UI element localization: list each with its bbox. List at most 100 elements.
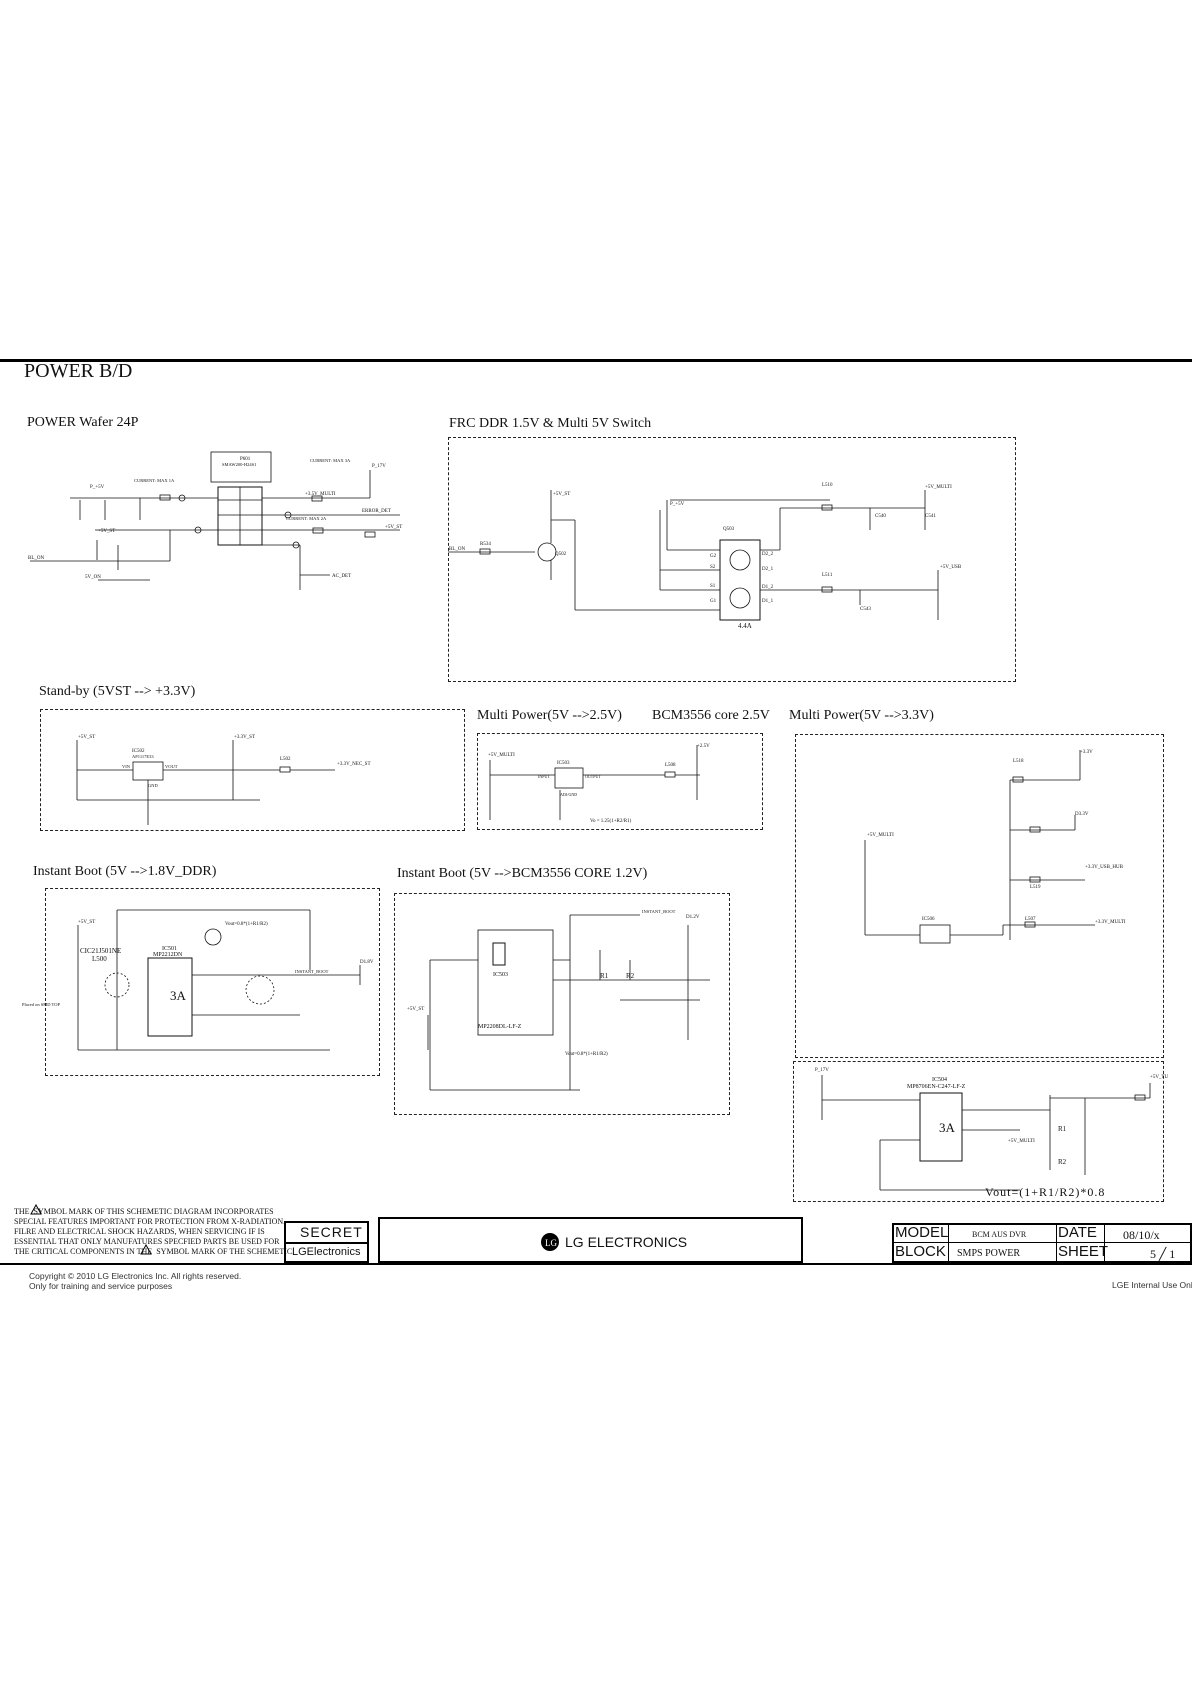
warning-line-2: SPECIAL FEATURES IMPORTANT FOR PROTECTIO… [14, 1217, 286, 1226]
sheet-value: 5 ╱ 1 [1150, 1247, 1176, 1261]
safety-warning: THE SYMBOL MARK OF THIS SCHEMETIC DIAGRA… [14, 1207, 294, 1257]
boot18-schematic: 3A +5V_ST IC501 MP2212DN CIC21J501NE L50… [22, 909, 374, 1051]
page-title: POWER B/D [24, 360, 133, 382]
svg-text:D1_2: D1_2 [762, 585, 774, 590]
svg-text:C540: C540 [875, 514, 886, 519]
multi25-schematic: +5V_MULTI +2.5V IC503 INPUT OUTPUT ADJ/G… [488, 744, 710, 824]
svg-text:Q502: Q502 [555, 552, 567, 557]
svg-text:R2: R2 [1058, 1158, 1067, 1166]
svg-text:LG: LG [545, 1238, 557, 1248]
section-title-standby: Stand-by (5VST --> +3.3V) [39, 684, 196, 699]
svg-text:AP1117E33: AP1117E33 [132, 754, 154, 759]
brand-box [378, 1217, 803, 1263]
model-col-divider-2 [1056, 1223, 1057, 1263]
svg-text:L502: L502 [280, 757, 291, 762]
svg-text:VIN: VIN [122, 764, 131, 769]
section-title-bcm25: BCM3556 core 2.5V [652, 708, 770, 723]
date-label: DATE [1058, 1224, 1097, 1241]
svg-text:+5V_ST: +5V_ST [407, 1007, 424, 1012]
svg-text:CURRENT: MAX 2A: CURRENT: MAX 2A [286, 516, 327, 521]
svg-text:CURRENT: MAX 3A: CURRENT: MAX 3A [310, 458, 351, 463]
svg-text:Vout=0.8*(1+R1/R2): Vout=0.8*(1+R1/R2) [225, 922, 268, 927]
multi33-region [795, 734, 1164, 1058]
svg-text:D3.3V: D3.3V [1075, 812, 1089, 817]
section-title-multi33: Multi Power(5V -->3.3V) [789, 708, 934, 723]
warning-line-4: ESSENTIAL THAT ONLY MANUFATURES SPECFIED… [14, 1237, 280, 1246]
svg-text:+3.3V_ST: +3.3V_ST [234, 735, 255, 740]
model-col-divider-1 [948, 1223, 949, 1263]
svg-text:Vout=0.8*(1+R1/R2): Vout=0.8*(1+R1/R2) [565, 1052, 608, 1057]
svg-text:P_17V: P_17V [815, 1068, 829, 1073]
svg-text:BL_ON: BL_ON [28, 556, 45, 561]
svg-text:OUTPUT: OUTPUT [585, 774, 601, 779]
lg-logo-icon: LG [541, 1233, 559, 1251]
svg-text:ADJ/GND: ADJ/GND [560, 792, 577, 797]
svg-text:+5V_MULTI: +5V_MULTI [867, 833, 894, 838]
ic504-schematic: 3A IC504 MP8706EN-C247-LF-Z P_17V +5V_TU… [815, 1068, 1168, 1191]
svg-text:C541: C541 [925, 514, 936, 519]
model-value: BCM AUS DVR [972, 1230, 1027, 1239]
svg-text:R534: R534 [480, 542, 491, 547]
page-top-rule [0, 359, 1192, 362]
svg-text:D1_1: D1_1 [762, 599, 774, 604]
svg-text:VOUT: VOUT [165, 764, 178, 769]
svg-text:IC503: IC503 [493, 972, 508, 978]
svg-text:4.4A: 4.4A [738, 622, 752, 630]
model-col-divider-3 [1104, 1223, 1105, 1263]
internal-use-text: LGE Internal Use Onl [1112, 1280, 1192, 1290]
boot12-schematic: +5V_ST IC503 MP2208DL-LF-Z INSTANT_BOOT … [407, 909, 710, 1091]
svg-text:Vo = 1.25(1+R2/R1): Vo = 1.25(1+R2/R1) [590, 819, 632, 824]
multi33-schematic: +3.3V +5V_MULTI D3.3V +3.3V_USB_HUB +3.3… [864, 750, 1126, 944]
svg-text:ERROR_DET: ERROR_DET [362, 509, 391, 514]
svg-text:IC503: IC503 [557, 761, 570, 766]
svg-text:3A: 3A [170, 988, 187, 1003]
wafer-schematic: P_+5V +5V_ST BL_ON 5V_ON P_17V +3.5V_MUL… [28, 451, 402, 590]
section-title-boot12: Instant Boot (5V -->BCM3556 CORE 1.2V) [397, 866, 648, 881]
copyright-text: Copyright © 2010 LG Electronics Inc. All… [29, 1271, 242, 1281]
model-block-box [892, 1223, 1192, 1263]
svg-text:Placed on SMD TOP: Placed on SMD TOP [22, 1002, 60, 1007]
svg-text:R1: R1 [600, 972, 609, 980]
model-block-divider [892, 1242, 1192, 1243]
svg-text:R1: R1 [1058, 1125, 1067, 1133]
date-value: 08/10/x [1123, 1228, 1160, 1242]
svg-text:D2_1: D2_1 [762, 567, 774, 572]
svg-text:CURRENT: MAX 1A: CURRENT: MAX 1A [134, 478, 175, 483]
svg-text:IC504: IC504 [932, 1077, 947, 1083]
svg-text:L511: L511 [822, 573, 833, 578]
svg-text:R2: R2 [626, 972, 635, 980]
block-label: BLOCK [895, 1243, 946, 1260]
warning-triangle-icon [140, 1244, 152, 1255]
svg-text:P_+5V: P_+5V [90, 485, 105, 490]
section-title-frc: FRC DDR 1.5V & Multi 5V Switch [449, 416, 652, 431]
svg-text:IC501: IC501 [162, 946, 177, 952]
svg-text:IC502: IC502 [132, 749, 145, 754]
lg-small-label: LGElectronics [292, 1246, 361, 1258]
svg-text:L500: L500 [92, 955, 107, 963]
svg-text:CIC21J501NE: CIC21J501NE [80, 947, 121, 955]
frc-region [448, 437, 1016, 682]
svg-text:+5V_ST: +5V_ST [78, 735, 95, 740]
svg-text:+2.5V: +2.5V [697, 744, 710, 749]
brand-name: LG ELECTRONICS [565, 1234, 688, 1250]
secret-divider [284, 1242, 369, 1244]
svg-text:+3.3V_USB_HUB: +3.3V_USB_HUB [1085, 865, 1124, 870]
frc-schematic: +5V_ST P_+5V +5V_MULTI +5V_USB BL_ON R53… [448, 483, 962, 630]
svg-text:+5V_ST: +5V_ST [553, 492, 570, 497]
warning-triangle-icon [30, 1204, 42, 1215]
section-title-multi25: Multi Power(5V -->2.5V) [477, 708, 622, 723]
svg-text:+5V_USB: +5V_USB [940, 565, 962, 570]
svg-text:Q503: Q503 [723, 527, 735, 532]
svg-text:G2: G2 [710, 554, 717, 559]
block-value: SMPS POWER [957, 1248, 1021, 1259]
svg-text:L507: L507 [1025, 917, 1036, 922]
svg-text:MP8706EN-C247-LF-Z: MP8706EN-C247-LF-Z [907, 1084, 966, 1090]
svg-text:P601: P601 [240, 457, 251, 462]
standby-region [40, 709, 465, 831]
svg-text:+3.3V_NEC_ST: +3.3V_NEC_ST [337, 762, 371, 767]
page-bottom-rule [0, 1263, 1192, 1265]
svg-text:+5V_MULTI: +5V_MULTI [1008, 1139, 1035, 1144]
svg-text:SMAW200-H24S1: SMAW200-H24S1 [222, 462, 256, 467]
model-label: MODEL [895, 1224, 949, 1241]
